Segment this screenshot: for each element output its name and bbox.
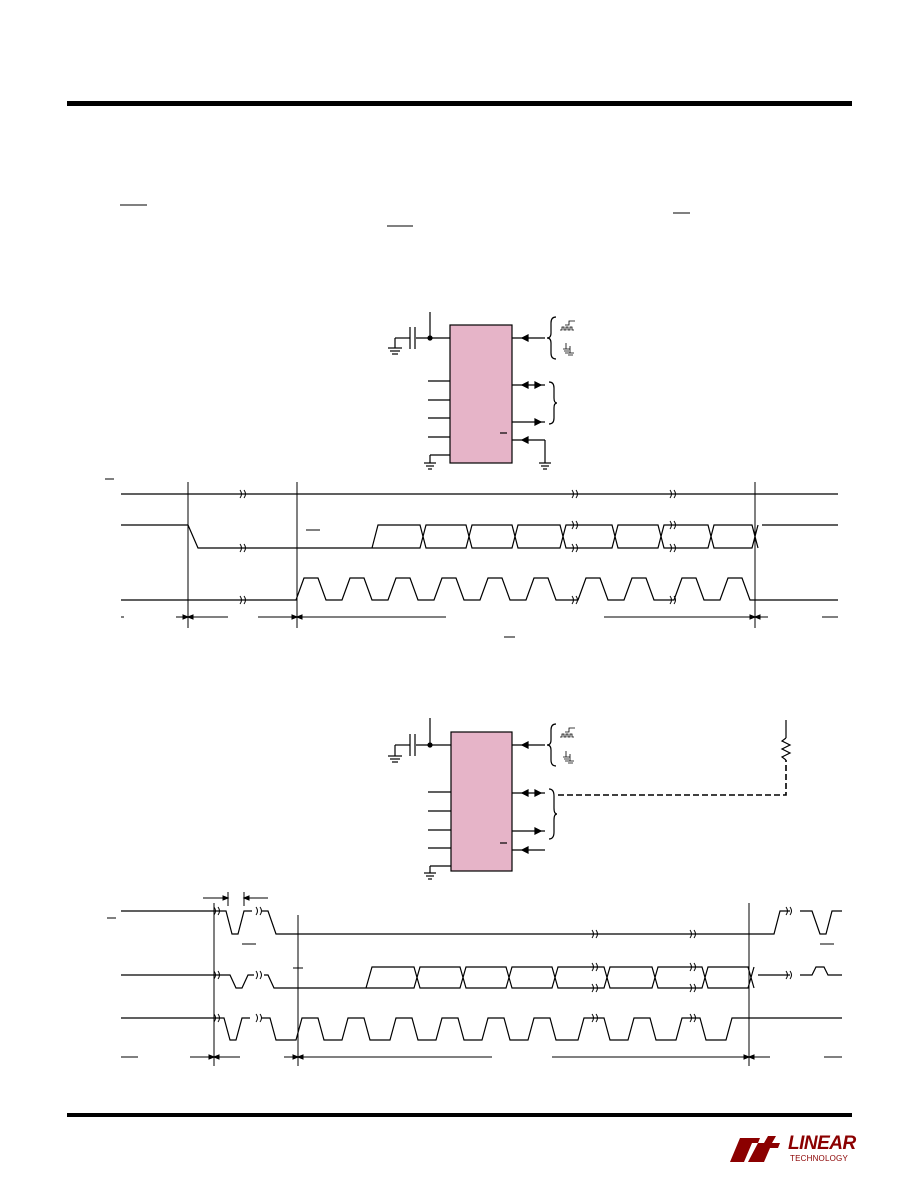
linear-technology-logo <box>730 1136 780 1162</box>
left-pins-1 <box>424 380 450 470</box>
footer-rule <box>67 1113 852 1117</box>
timing-1 <box>105 478 838 638</box>
timing-2 <box>107 892 842 1066</box>
clock-1 <box>121 577 838 601</box>
supply-network-1 <box>388 312 450 355</box>
supply-network-2 <box>388 718 451 763</box>
text-overlines <box>120 204 690 227</box>
figure-2 <box>107 718 842 1066</box>
chip-1 <box>449 324 513 464</box>
header-rule <box>67 101 852 106</box>
breaks-2 <box>213 906 792 1023</box>
figure-1 <box>105 312 838 638</box>
right-pins-1 <box>500 316 575 470</box>
data-bits-1 <box>371 524 759 549</box>
dimensions-1 <box>121 614 838 638</box>
dimensions-2 <box>121 1054 842 1060</box>
brand-subtitle: TECHNOLOGY <box>790 1154 849 1163</box>
left-pins-2 <box>424 791 451 880</box>
right-pins-2 <box>500 720 792 854</box>
breaks-1 <box>239 489 676 605</box>
pullup-link <box>558 760 787 796</box>
brand-wordmark: LINEAR <box>788 1133 856 1154</box>
resistor-symbol <box>780 737 792 761</box>
chip-2 <box>450 731 513 872</box>
